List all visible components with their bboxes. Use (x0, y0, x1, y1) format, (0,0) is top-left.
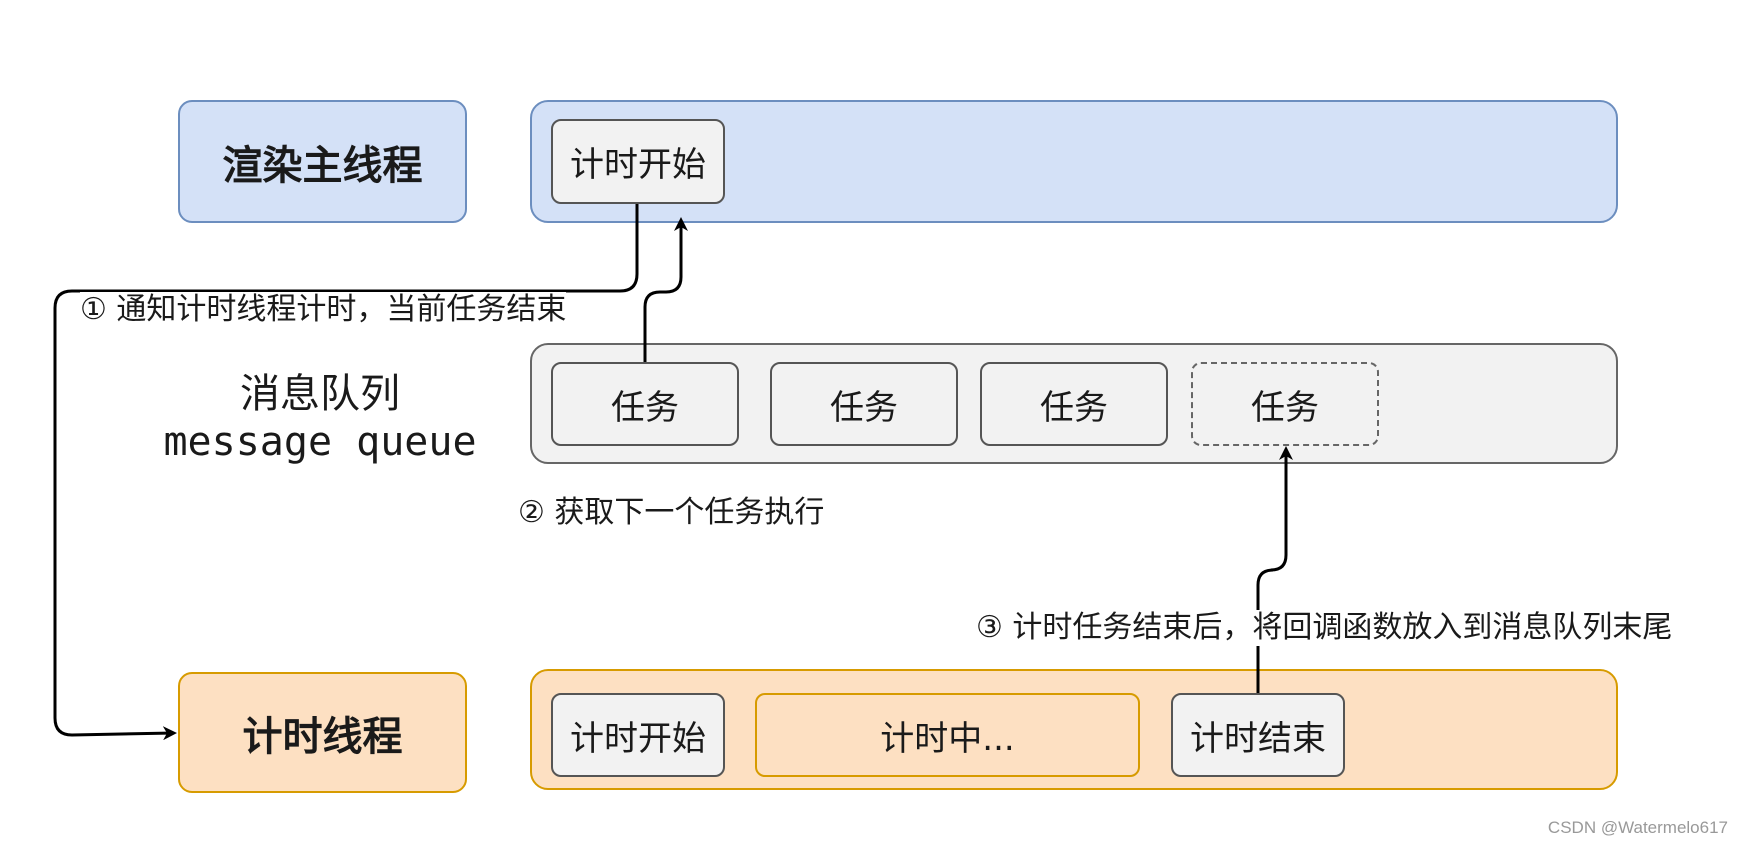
arrow-notify-timer-thread (53, 204, 639, 741)
timer-end-text: 计时结束 (1190, 718, 1326, 759)
timer-start-text: 计时开始 (570, 718, 706, 759)
queue-task-text: 任务 (1040, 387, 1108, 428)
timer-thread-label-text: 计时线程 (242, 713, 403, 760)
message-queue-label-en: message queue (163, 419, 477, 465)
queue-task-pending: 任务 (1191, 362, 1379, 446)
timer-running-task: 计时中... (755, 693, 1140, 777)
message-queue-label: 消息队列 message queue (140, 370, 500, 466)
queue-task-text: 任务 (611, 387, 679, 428)
queue-task-pending-text: 任务 (1251, 387, 1319, 428)
arrow-next-task (643, 217, 688, 362)
queue-task: 任务 (770, 362, 958, 446)
timer-running-text: 计时中... (880, 718, 1015, 759)
main-thread-timer-start-task: 计时开始 (551, 119, 725, 204)
arrow-callback-to-queue (1256, 446, 1293, 693)
timer-thread-label: 计时线程 (178, 672, 467, 793)
main-thread-timer-start-text: 计时开始 (570, 145, 706, 185)
main-thread-label-text: 渲染主线程 (222, 142, 423, 189)
step-1-text: ① 通知计时线程计时，当前任务结束 (80, 292, 567, 327)
queue-task-text: 任务 (830, 387, 898, 428)
queue-task: 任务 (980, 362, 1168, 446)
step-2-text: ② 获取下一个任务执行 (518, 495, 825, 530)
queue-task: 任务 (551, 362, 739, 446)
step-2-note: ② 获取下一个任务执行 (518, 495, 825, 531)
timer-end-task: 计时结束 (1171, 693, 1345, 777)
step-3-note: ③ 计时任务结束后，将回调函数放入到消息队列末尾 (976, 610, 1673, 646)
message-queue-label-zh: 消息队列 (240, 371, 400, 417)
main-thread-label: 渲染主线程 (178, 100, 467, 223)
timer-start-task: 计时开始 (551, 693, 725, 777)
step-1-note: ① 通知计时线程计时，当前任务结束 (80, 292, 567, 328)
watermark: CSDN @Watermelo617 (1547, 818, 1728, 837)
step-3-text: ③ 计时任务结束后，将回调函数放入到消息队列末尾 (976, 610, 1673, 645)
